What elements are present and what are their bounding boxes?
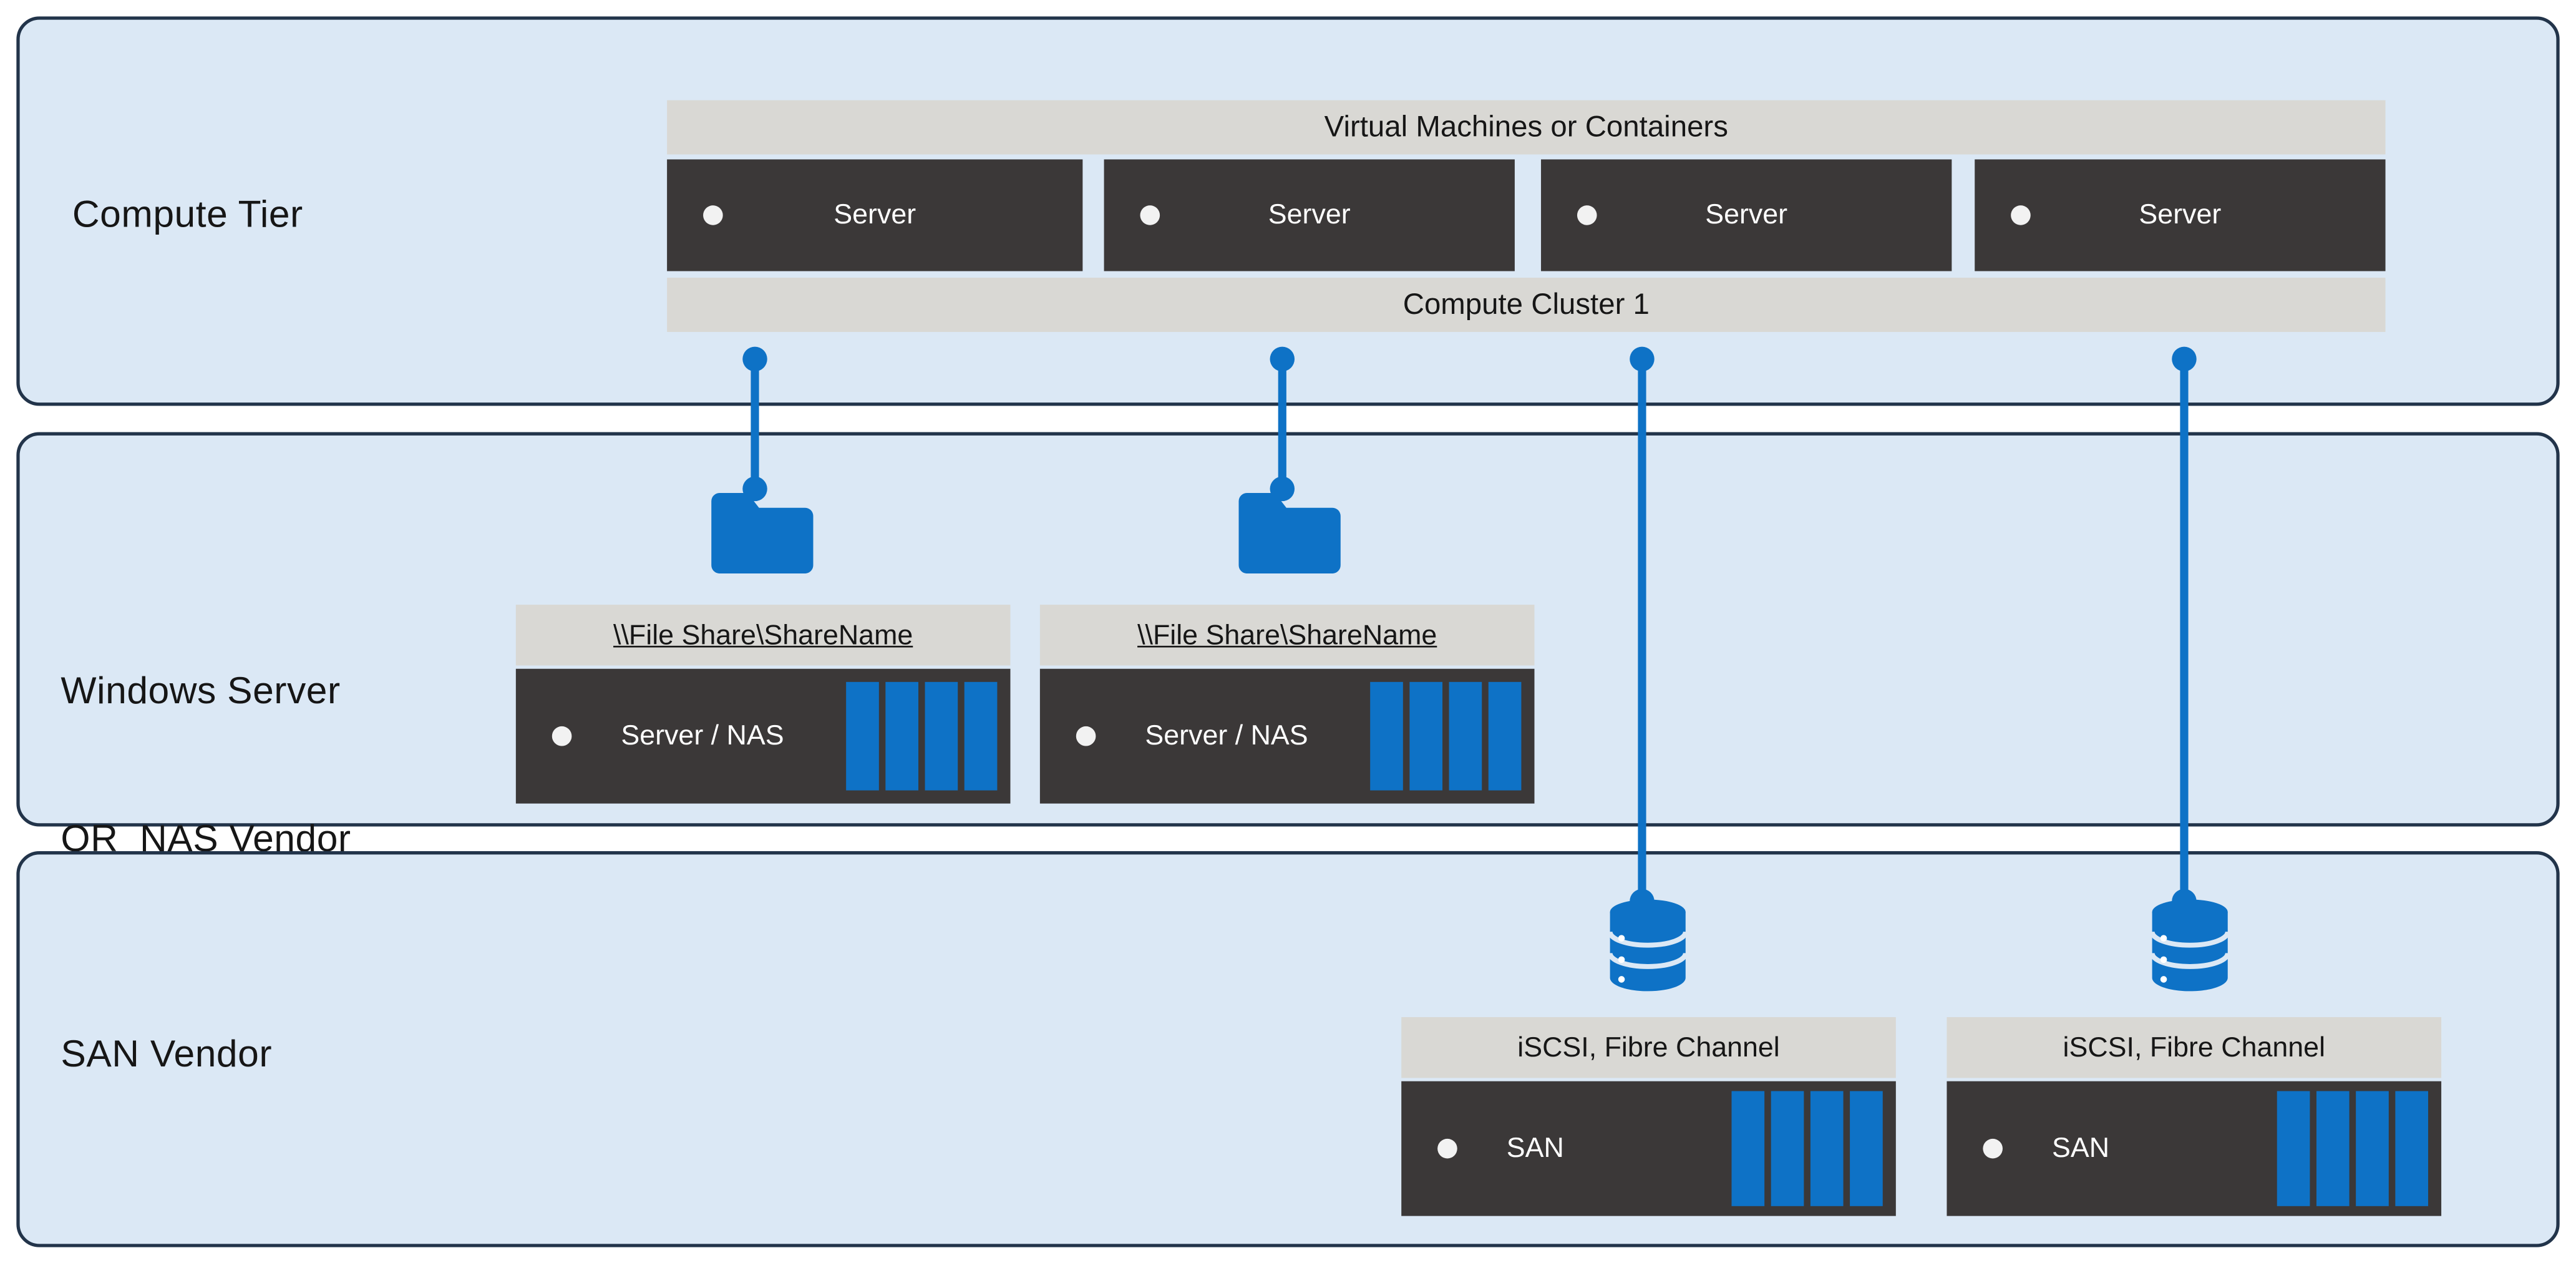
disk-array-icon	[2277, 1091, 2429, 1206]
san-tier-label: SAN Vendor	[61, 1031, 273, 1075]
connector-dot	[1270, 346, 1295, 372]
server-node-4: Server	[1975, 159, 2386, 271]
disk-array-icon	[1731, 1091, 1883, 1206]
nas-node-2: Server / NAS	[1039, 668, 1535, 804]
connector-line-server2-nas2	[1278, 358, 1286, 497]
bullet-icon	[1140, 205, 1160, 225]
disk-array-icon	[846, 681, 998, 791]
server-node-3: Server	[1541, 159, 1952, 271]
connector-line-server1-nas1	[751, 358, 759, 497]
bullet-icon	[1983, 1138, 2003, 1159]
san-node-1: SAN	[1401, 1081, 1896, 1216]
disk-array-icon	[1370, 681, 1522, 791]
server-node-2: Server	[1104, 159, 1515, 271]
connector-line-server4-san2	[2180, 358, 2189, 904]
san-node-label: SAN	[1506, 1132, 1564, 1164]
disk-bar	[1771, 1091, 1804, 1206]
bullet-icon	[1437, 1138, 1457, 1159]
bullet-icon	[552, 726, 572, 746]
file-share-header: \\File Share\ShareName	[515, 605, 1011, 666]
folder-icon	[1234, 488, 1343, 582]
server-node-1: Server	[667, 159, 1083, 271]
nas-node-label: Server / NAS	[1145, 719, 1308, 751]
disk-bar	[885, 681, 919, 791]
disk-bar	[925, 681, 958, 791]
disk-bar	[1449, 681, 1482, 791]
disk-bar	[1810, 1091, 1844, 1206]
disk-bar	[964, 681, 998, 791]
bullet-icon	[1577, 205, 1597, 225]
database-icon	[1605, 897, 1691, 1001]
connector-dot	[1630, 346, 1655, 372]
disk-bar	[2356, 1091, 2389, 1206]
disk-bar	[2316, 1091, 2350, 1206]
connector-dot	[2172, 346, 2197, 372]
disk-bar	[1488, 681, 1522, 791]
connector-dot	[1630, 889, 1655, 914]
disk-bar	[2395, 1091, 2429, 1206]
connector-dot	[742, 476, 767, 502]
disk-bar	[2277, 1091, 2310, 1206]
disk-bar	[1850, 1091, 1883, 1206]
bullet-icon	[1076, 726, 1096, 746]
vm-containers-banner: Virtual Machines or Containers	[667, 100, 2386, 155]
nas-node-1: Server / NAS	[515, 668, 1011, 804]
bullet-icon	[703, 205, 723, 225]
san-protocol-header: iSCSI, Fibre Channel	[1947, 1017, 2442, 1078]
connector-dot	[2172, 889, 2197, 914]
file-share-header: \\File Share\ShareName	[1039, 605, 1535, 666]
server-label: Server	[1268, 198, 1351, 230]
san-node-2: SAN	[1947, 1081, 2442, 1216]
server-label: Server	[1705, 198, 1788, 230]
nas-node-label: Server / NAS	[621, 719, 784, 751]
disk-bar	[1731, 1091, 1765, 1206]
server-label: Server	[834, 198, 916, 230]
san-tier-container: SAN Vendor	[16, 851, 2560, 1247]
server-label: Server	[2139, 198, 2222, 230]
nas-tier-label-line1: Windows Server	[61, 668, 341, 712]
compute-cluster-banner: Compute Cluster 1	[667, 278, 2386, 332]
disk-bar	[846, 681, 879, 791]
disk-bar	[1370, 681, 1403, 791]
folder-icon	[706, 488, 815, 582]
connector-dot	[1270, 476, 1295, 502]
compute-tier-container: Compute Tier Virtual Machines or Contain…	[16, 16, 2560, 406]
connector-dot	[742, 346, 767, 372]
connector-line-server3-san1	[1638, 358, 1646, 904]
san-node-label: SAN	[2051, 1132, 2110, 1164]
disk-bar	[1409, 681, 1443, 791]
database-icon	[2147, 897, 2233, 1001]
bullet-icon	[2011, 205, 2031, 225]
compute-tier-label: Compute Tier	[72, 192, 303, 235]
san-protocol-header: iSCSI, Fibre Channel	[1401, 1017, 1896, 1078]
